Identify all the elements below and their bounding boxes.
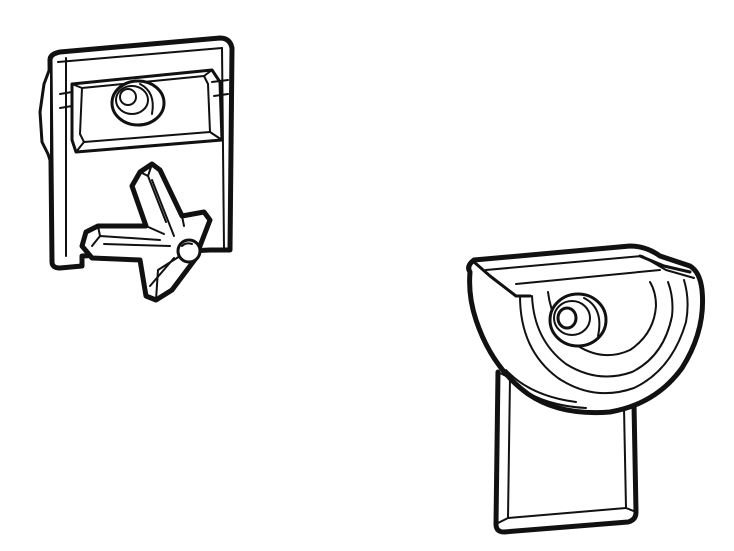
cap-cup-inner-mid (531, 281, 674, 378)
cap-underside-bevel (505, 369, 587, 409)
end-cap-icon (466, 243, 706, 535)
clip-star-arm-edges (91, 163, 201, 301)
clip-socket-mid (115, 85, 149, 115)
clip-recess-bevel (71, 69, 223, 153)
clip-socket-inner (119, 88, 137, 106)
clip-side-tab (38, 66, 52, 162)
clip-socket-shade (139, 83, 154, 115)
cap-rim-top (472, 260, 532, 298)
clip-plate-rim-top (57, 47, 223, 63)
cap-socket-shade (583, 297, 601, 337)
clip-latch-hub-highlight (181, 242, 193, 247)
clip-star-ridge (103, 179, 175, 287)
bracket-clip-icon (38, 35, 235, 303)
clip-recess-slot-left (59, 91, 73, 109)
cap-cup-inner-outer (519, 279, 689, 395)
cap-rim-inner-line (515, 269, 661, 285)
clip-recess-slot-right (211, 79, 229, 97)
cap-socket-mid (553, 300, 591, 336)
cap-tongue-inner (507, 377, 627, 519)
cap-rim-right (638, 254, 692, 274)
cap-socket-inner (556, 306, 578, 330)
